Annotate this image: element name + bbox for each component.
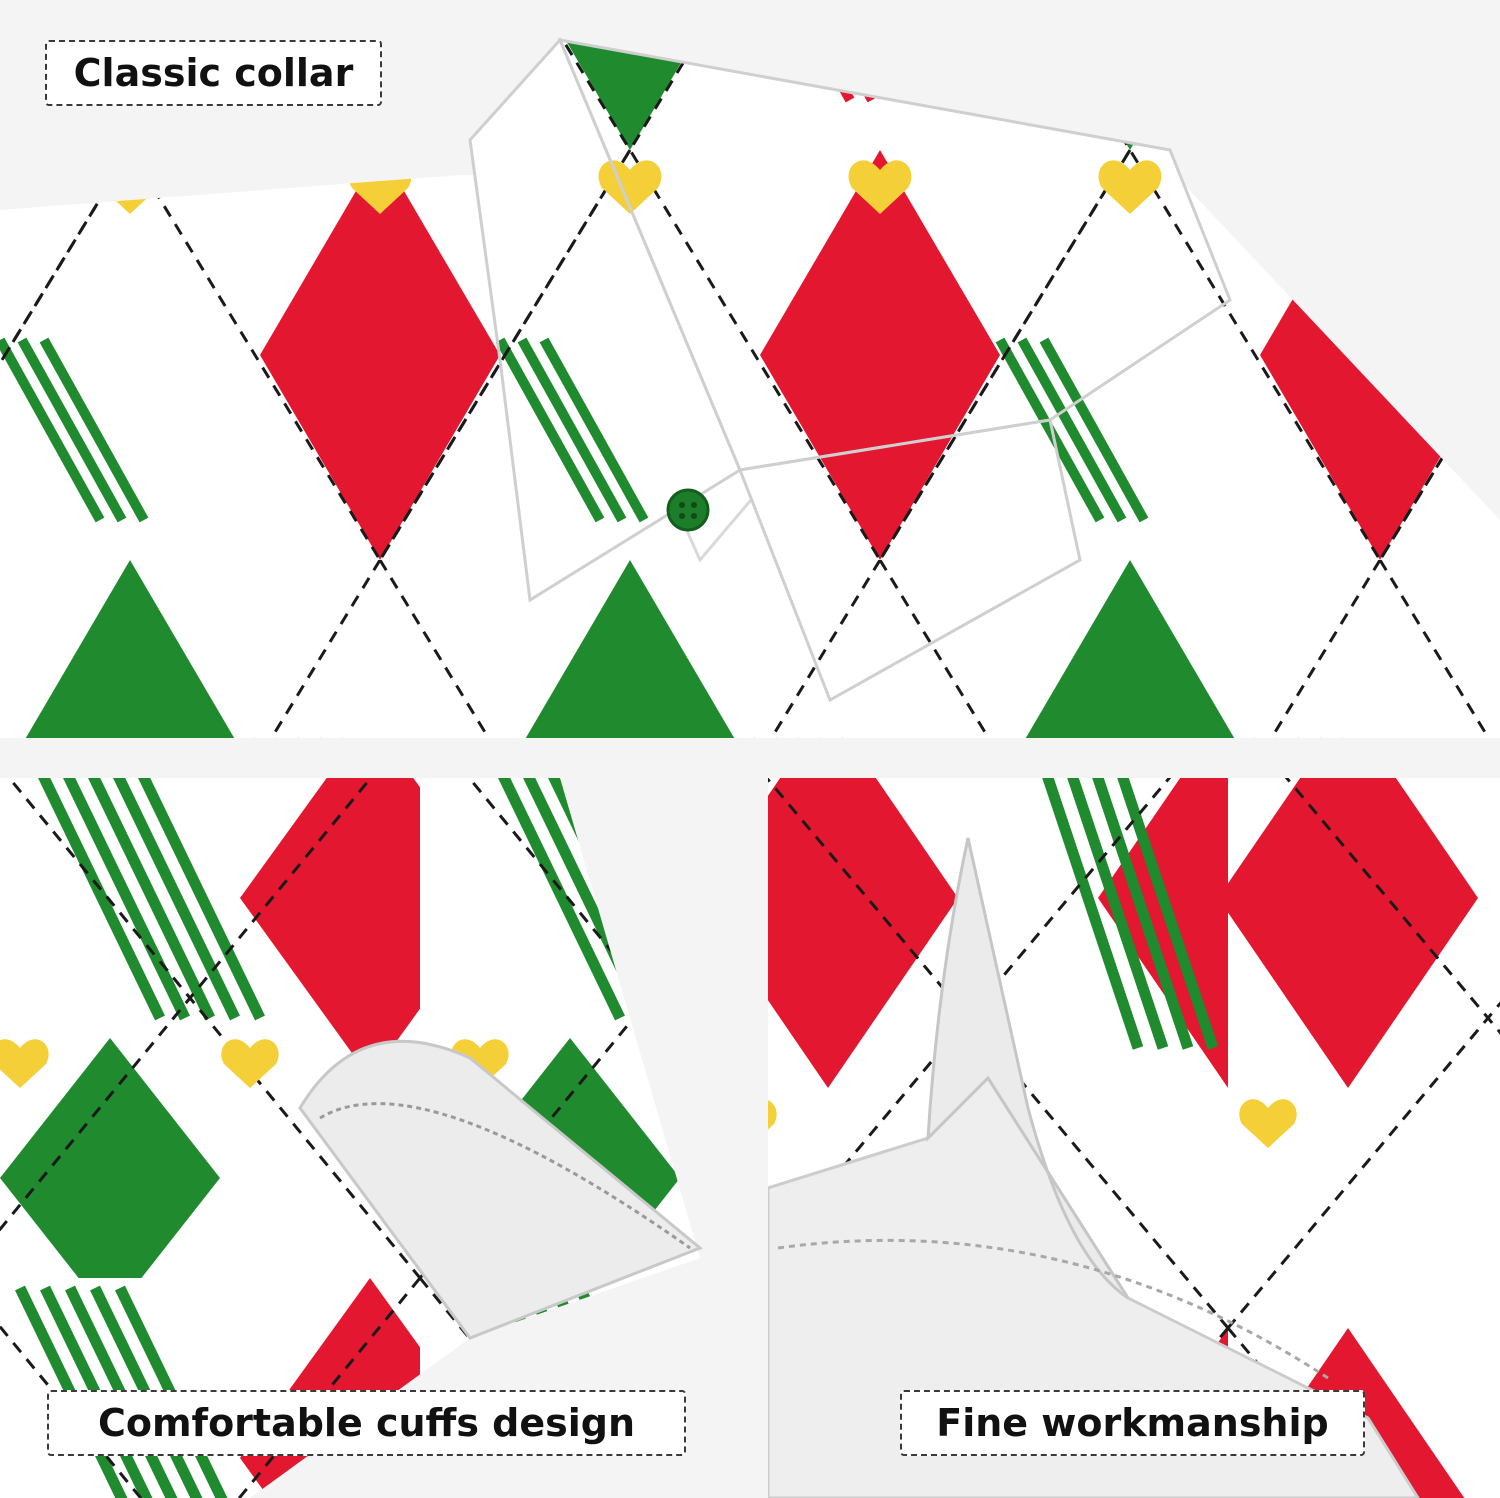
collar-photo <box>0 0 1500 738</box>
collar-argyle-fabric <box>0 0 1500 738</box>
cuffs-caption: Comfortable cuffs design <box>47 1390 686 1456</box>
cuff-argyle-fabric <box>0 778 730 1498</box>
cuff-fold <box>298 1039 703 1340</box>
collar-caption: Classic collar <box>45 40 382 106</box>
cuff-photo <box>0 778 730 1498</box>
cuff-hem-stitch <box>319 1102 691 1250</box>
workmanship-caption: Fine workmanship <box>900 1390 1365 1456</box>
collar-right-flap <box>557 38 1232 472</box>
collar-button <box>666 488 710 532</box>
hem-stitch-line <box>777 1238 1329 1380</box>
collar-left-flap <box>468 37 742 603</box>
side-vent <box>926 837 1130 1300</box>
collar-right-point <box>737 418 1082 703</box>
